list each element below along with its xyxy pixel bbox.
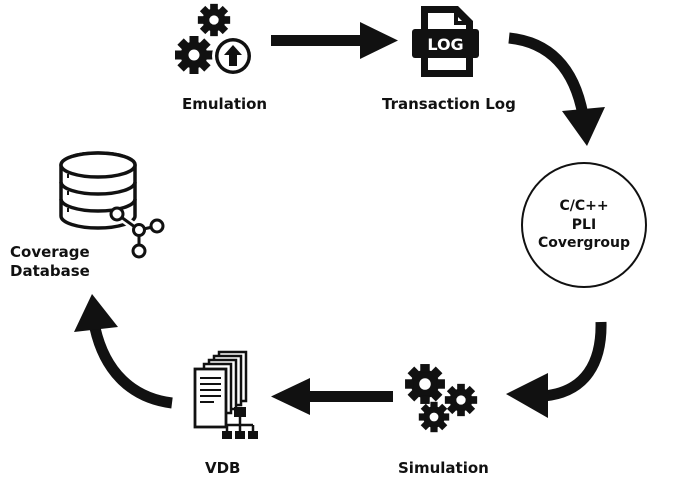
arrow-interface-to-simulation <box>506 321 607 418</box>
coverage-line-1: Coverage <box>10 243 90 261</box>
transaction-log-label: Transaction Log <box>382 95 516 113</box>
arrow-log-to-interface <box>508 32 605 146</box>
gears-icon <box>405 364 478 433</box>
interface-line-2: PLI <box>571 216 597 233</box>
document-hierarchy-icon <box>193 350 258 439</box>
gears-upload-icon <box>175 3 254 77</box>
arrow-vdb-to-coverage <box>74 294 173 409</box>
arrow-simulation-to-vdb <box>271 378 393 415</box>
interface-line-1: C/C++ <box>559 197 609 214</box>
arrow-emulation-to-log <box>271 22 398 59</box>
emulation-label: Emulation <box>182 95 268 113</box>
vdb-label: VDB <box>205 459 241 477</box>
simulation-label: Simulation <box>398 459 489 477</box>
interface-line-3: Covergroup <box>538 235 630 252</box>
log-icon-text: LOG <box>427 35 463 54</box>
database-share-icon <box>59 151 165 259</box>
interface-circle: C/C++ PLI Covergroup <box>521 162 647 288</box>
coverage-database-label: Coverage Database <box>10 243 90 281</box>
log-file-icon: LOG <box>412 6 479 77</box>
coverage-line-2: Database <box>10 261 90 280</box>
